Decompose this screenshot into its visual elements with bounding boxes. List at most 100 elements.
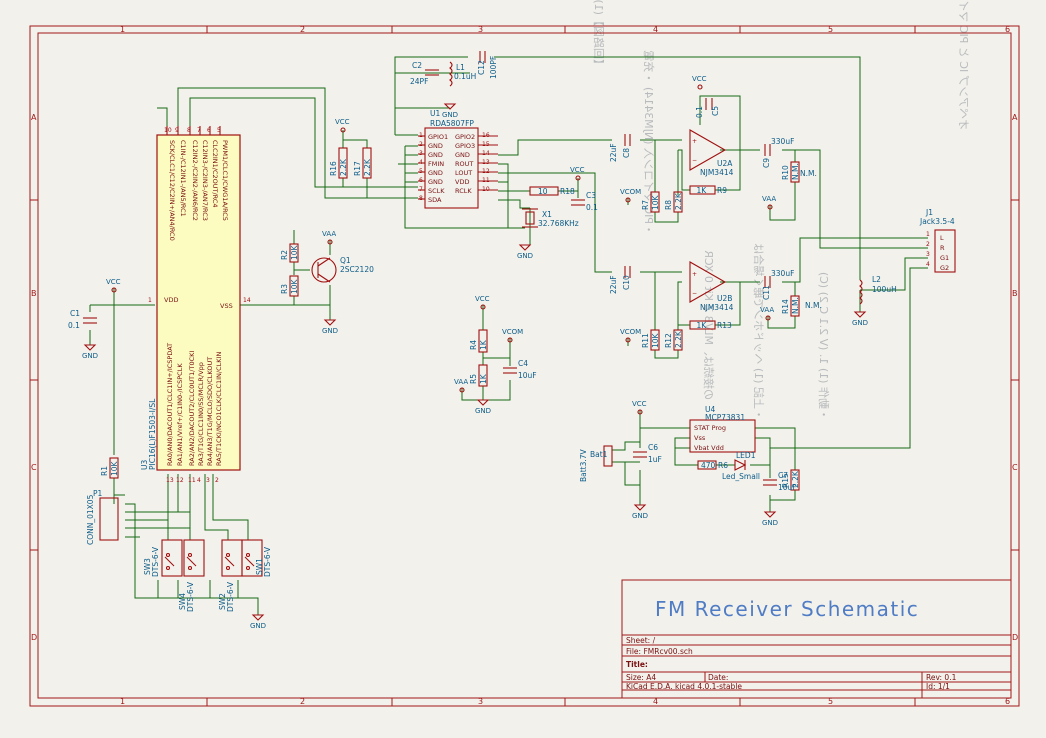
kicad-label: KiCad E.D.A. kicad 4.0.1-stable xyxy=(626,682,742,691)
u2b-value: NJM3414 xyxy=(700,303,734,312)
svg-text:5: 5 xyxy=(828,25,833,34)
gnd-label-7: GND xyxy=(762,519,778,527)
r3-ref: R3 xyxy=(280,284,289,294)
r8-body xyxy=(673,191,683,213)
gnd-symbol-4 xyxy=(251,614,265,621)
ghost-line-3: の接続は、MLVB Z Kit 0 XCR xyxy=(702,250,716,400)
u3-pinnum-bot-0: 13 xyxy=(166,477,174,484)
c11-ref: C11 xyxy=(762,285,771,300)
r3-value: 10K xyxy=(290,278,299,294)
sw1-value: DTS-6-V xyxy=(263,546,272,577)
u3-pinnum-top-5: 5 xyxy=(217,127,221,134)
r18-ref: R18 xyxy=(560,187,575,196)
r15-ref: R15 xyxy=(781,473,790,488)
r16-ref: R16 xyxy=(329,161,338,176)
sw4-value: DTS-6-V xyxy=(186,581,195,612)
svg-text:4: 4 xyxy=(926,261,930,268)
title-label: Title: xyxy=(626,660,648,669)
r9-body xyxy=(689,185,716,195)
r1-body xyxy=(109,457,119,479)
r3-body xyxy=(289,275,299,297)
u3-pin-top-0: SCK/CLC1/C12/C2IN+/AN4/RC0 xyxy=(168,140,176,241)
u3-pin-top-5: PWM1/CLC1/CWG1A/RC5 xyxy=(221,140,229,221)
sw2-ref: SW2 xyxy=(218,593,227,610)
vcom-flag-10 xyxy=(625,197,631,203)
c1-ref: C1 xyxy=(70,309,80,318)
r5-ref: R5 xyxy=(469,374,478,384)
ghost-line-2: ・PIC マイコン入 (NJM3414) ・充電 xyxy=(642,50,656,235)
u1-value: RDA5807FP xyxy=(430,119,474,128)
r10-value: N.M. xyxy=(791,163,800,180)
gnd-symbol-2 xyxy=(518,244,532,251)
u1-pin-left-4: GND xyxy=(428,169,443,177)
c5-ref: C5 xyxy=(711,106,720,116)
file-label: File: FMRcv00.sch xyxy=(626,647,693,656)
svg-text:STAT Prog: STAT Prog xyxy=(694,424,726,432)
r2-body xyxy=(289,243,299,263)
u1-pin-left-2: GND xyxy=(428,151,443,159)
c12-value: 100PF xyxy=(489,56,498,79)
svg-text:4: 4 xyxy=(653,25,658,34)
r2-ref: R2 xyxy=(280,250,289,260)
power-symbols: VCCVCCVCCVCCVCCVCCVAAVAAVAAVAAVCOMVCOMVC… xyxy=(82,75,868,630)
svg-text:Bat1: Bat1 xyxy=(590,450,608,459)
sw4-body xyxy=(183,539,205,577)
u3-pinnum-top-4: 6 xyxy=(207,127,211,134)
r15-value: 2.2K xyxy=(791,470,800,488)
r7-ref: R7 xyxy=(641,200,650,210)
svg-text:G1: G1 xyxy=(940,254,949,262)
c9-ref: C9 xyxy=(762,158,771,168)
vcc-flag-4 xyxy=(637,409,643,415)
r17-value: 2.2K xyxy=(363,158,372,176)
u1-pin-left-5: GND xyxy=(428,178,443,186)
svg-text:LED1: LED1 xyxy=(736,451,756,460)
gnd-symbol-6 xyxy=(633,504,647,511)
svg-text:3: 3 xyxy=(926,251,930,258)
l2-inductor: L2 100uH xyxy=(859,275,897,305)
u3-pinnum-bot-3: 4 xyxy=(197,477,201,484)
u3-pin-top-3: C12IN3-/C2IN3-/AN7/RC3 xyxy=(201,140,209,221)
u1-ref: U1 xyxy=(430,109,440,118)
u1-pin-left-0: GPIO1 xyxy=(428,133,448,141)
svg-text:6: 6 xyxy=(1005,25,1010,34)
u1-rda5807fp: U1 RDA5807FP GPIO11GND2GND3FMIN4GND5GND6… xyxy=(418,109,498,209)
svg-text:A: A xyxy=(1012,113,1018,122)
u1-pin-right-6: RCLK xyxy=(455,187,472,195)
sw1-body xyxy=(241,539,263,577)
svg-text:1: 1 xyxy=(120,697,125,706)
c8-value: 22uF xyxy=(609,143,618,162)
r13-body xyxy=(689,320,716,330)
r18-body xyxy=(529,186,559,196)
p1-ref: P1 xyxy=(93,489,103,498)
c4-ref: C4 xyxy=(518,359,528,368)
c5-value: 0.1 xyxy=(695,106,704,118)
c10-ref: C10 xyxy=(622,275,631,290)
c3-value: 0.1 xyxy=(586,203,598,212)
c4-value: 10uF xyxy=(518,371,537,380)
gnd-label-2: GND xyxy=(517,252,533,260)
sheet-border xyxy=(29,25,1020,707)
vcom-label-11: VCOM xyxy=(620,328,641,336)
date-label: Date: xyxy=(708,673,728,682)
schematic-title: FM Receiver Schematic xyxy=(655,597,919,621)
r9-ref: R9 xyxy=(717,186,727,195)
gnd-label-6: GND xyxy=(632,512,648,520)
c1-value: 0.1 xyxy=(68,321,80,330)
u1-pin-left-3: FMIN xyxy=(428,160,444,168)
r14-body xyxy=(790,295,800,317)
u3-pinnum-top-1: 9 xyxy=(175,127,179,134)
r14-value: N.M. xyxy=(791,297,800,314)
vcom-label-10: VCOM xyxy=(620,188,641,196)
vaa-label-8: VAA xyxy=(760,306,774,314)
sw1-ref: SW1 xyxy=(255,558,264,575)
c2-value: 24PF xyxy=(410,77,428,86)
u3-pin-bot-0: RA0/AN0/DACOUT1/CLC1IN+/ICSPDAT xyxy=(166,343,174,466)
svg-text:100uH: 100uH xyxy=(872,285,897,294)
u3-pin-bot-2: RA2/AN2/DACOUT2/CLC0UT1/T0CKI xyxy=(188,351,196,466)
c7-value: 10uF xyxy=(778,483,797,492)
svg-text:R: R xyxy=(940,244,945,252)
vaa-flag-9 xyxy=(459,387,465,393)
c10-value: 22uF xyxy=(609,275,618,294)
r1-ref: R1 xyxy=(100,466,109,476)
